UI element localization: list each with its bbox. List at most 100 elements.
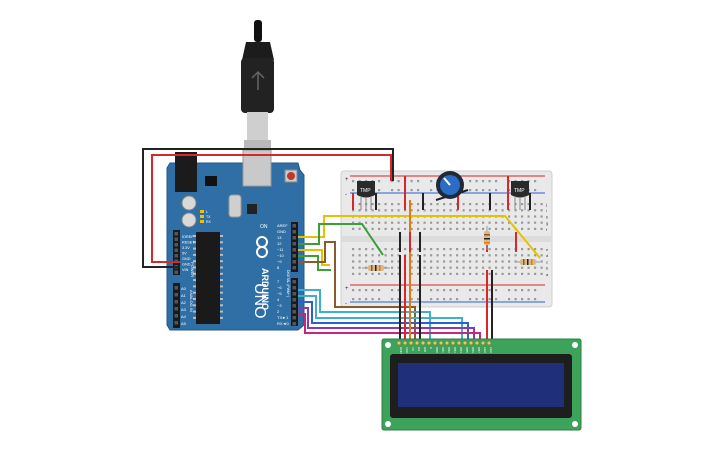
lcd-pin-label: VCC [405, 347, 409, 354]
crystal [228, 194, 242, 218]
row-letter: e [546, 247, 549, 252]
wire-yellow[interactable] [298, 215, 541, 259]
usb-chip [247, 204, 257, 214]
digital-pin-label: 7 [277, 279, 280, 284]
lcd-pin-label: LED [483, 347, 487, 354]
digital-pin-label: ~11 [277, 247, 284, 252]
power-section-label: POWER [190, 262, 195, 277]
rail-plus-label-bottom: + [345, 286, 349, 292]
sensor-label: TMP [514, 188, 525, 194]
lcd-pin-label: E [429, 347, 433, 349]
digital-pin-label: ~3 [277, 303, 282, 308]
resistor-2[interactable] [516, 259, 540, 265]
analog-pin-label: A3 [181, 307, 187, 312]
rail-minus-label: - [345, 192, 347, 198]
digital-pin-label: AREF [277, 223, 288, 228]
analog-header [173, 283, 180, 328]
regulator [205, 176, 217, 186]
digital-pin-label: 4 [277, 297, 280, 302]
wire-black-gnd[interactable] [142, 148, 394, 268]
digital-pin-label: TX►1 [277, 315, 289, 320]
wire-brown[interactable] [298, 241, 416, 340]
power-jack [175, 152, 197, 192]
components: TMP TMP [357, 171, 540, 271]
power-pin-label: IOREF [182, 235, 194, 239]
lcd-pin-label: GND [399, 347, 403, 355]
power-pin-label: GND [182, 263, 191, 267]
lcd-pin-label: LED [489, 347, 493, 354]
rail-plus-label: + [345, 177, 349, 183]
power-header [173, 230, 180, 275]
temperature-sensor-1[interactable]: TMP [357, 181, 375, 210]
lcd-pin-label: DB7 [477, 347, 481, 353]
board-model: UNO [251, 283, 268, 319]
power-pin-label: GND [182, 257, 191, 261]
power-pin-label: VIN [182, 268, 189, 272]
wire-green[interactable] [298, 223, 384, 256]
lcd-pin-label: DB4 [459, 347, 463, 353]
potentiometer[interactable] [436, 171, 464, 199]
wire-cyan-2[interactable] [298, 295, 463, 340]
wires [142, 148, 541, 340]
lcd-pin-label: DB6 [471, 347, 475, 353]
resistor-1[interactable] [362, 265, 390, 271]
row-letter: b [546, 266, 549, 271]
digital-pin-label: 13 [277, 235, 282, 240]
analog-pin-label: A1 [181, 293, 187, 298]
on-label: ON [260, 224, 268, 230]
arduino-uno-board[interactable]: ARDUINO UNO ON IOREFRESET3.3V5VGNDGNDVIN… [166, 149, 305, 331]
analog-pin-label: A0 [181, 286, 187, 291]
lcd-pin-label: RW [423, 347, 427, 352]
led-label: L [206, 210, 208, 214]
chip-pins [193, 235, 223, 319]
capacitor [181, 195, 197, 211]
lcd-pin-label: DB0 [435, 347, 439, 353]
power-pin-label: RESET [182, 241, 195, 245]
wire-red-5v[interactable] [151, 154, 392, 263]
wire-magenta[interactable] [298, 313, 481, 340]
analog-pin-label: A4 [181, 314, 187, 319]
digital-pin-label: ~9 [277, 259, 282, 264]
digital-header-top [291, 222, 298, 272]
wire-cyan[interactable] [298, 289, 431, 340]
temperature-sensor-2[interactable]: TMP [511, 181, 529, 210]
row-letter: h [546, 214, 548, 219]
board-brand: ARDUINO [260, 268, 270, 310]
power-pin-label: 5V [182, 252, 187, 256]
usb-cable [241, 20, 274, 160]
lcd-pin-label: DB3 [453, 347, 457, 353]
analog-pin-label: A5 [181, 321, 187, 326]
row-letter: f [546, 227, 548, 232]
row-letter: a [546, 272, 549, 277]
row-letter: i [546, 208, 547, 213]
digital-pin-label: 8 [277, 265, 280, 270]
row-letter: j [545, 202, 547, 207]
lcd-pin-label: DB2 [447, 347, 451, 353]
resistor-3[interactable] [484, 226, 490, 250]
lcd-pin-label: RS [417, 347, 421, 351]
digital-pin-label: ~10 [277, 253, 285, 258]
analog-section-label: ANALOG IN [189, 290, 194, 312]
capacitor [181, 212, 197, 228]
digital-header-bottom [291, 278, 298, 326]
digital-pin-label: ~6 [277, 285, 282, 290]
lcd-pin-label: DB1 [441, 347, 445, 353]
led-label: TX [206, 215, 211, 219]
atmega-chip [196, 232, 220, 324]
row-letter: c [546, 259, 548, 264]
digital-pin-label: GND [277, 229, 286, 234]
analog-pin-label: A2 [181, 300, 187, 305]
digital-pin-labels: AREFGND1312~11~10~987~6~54~32TX►1RX◄0DIG… [277, 223, 290, 326]
sensor-label: TMP [360, 188, 371, 194]
led-label: RX [206, 220, 212, 224]
lcd-pin-label: V0 [411, 347, 415, 351]
wire-yellow-2[interactable] [298, 249, 330, 266]
